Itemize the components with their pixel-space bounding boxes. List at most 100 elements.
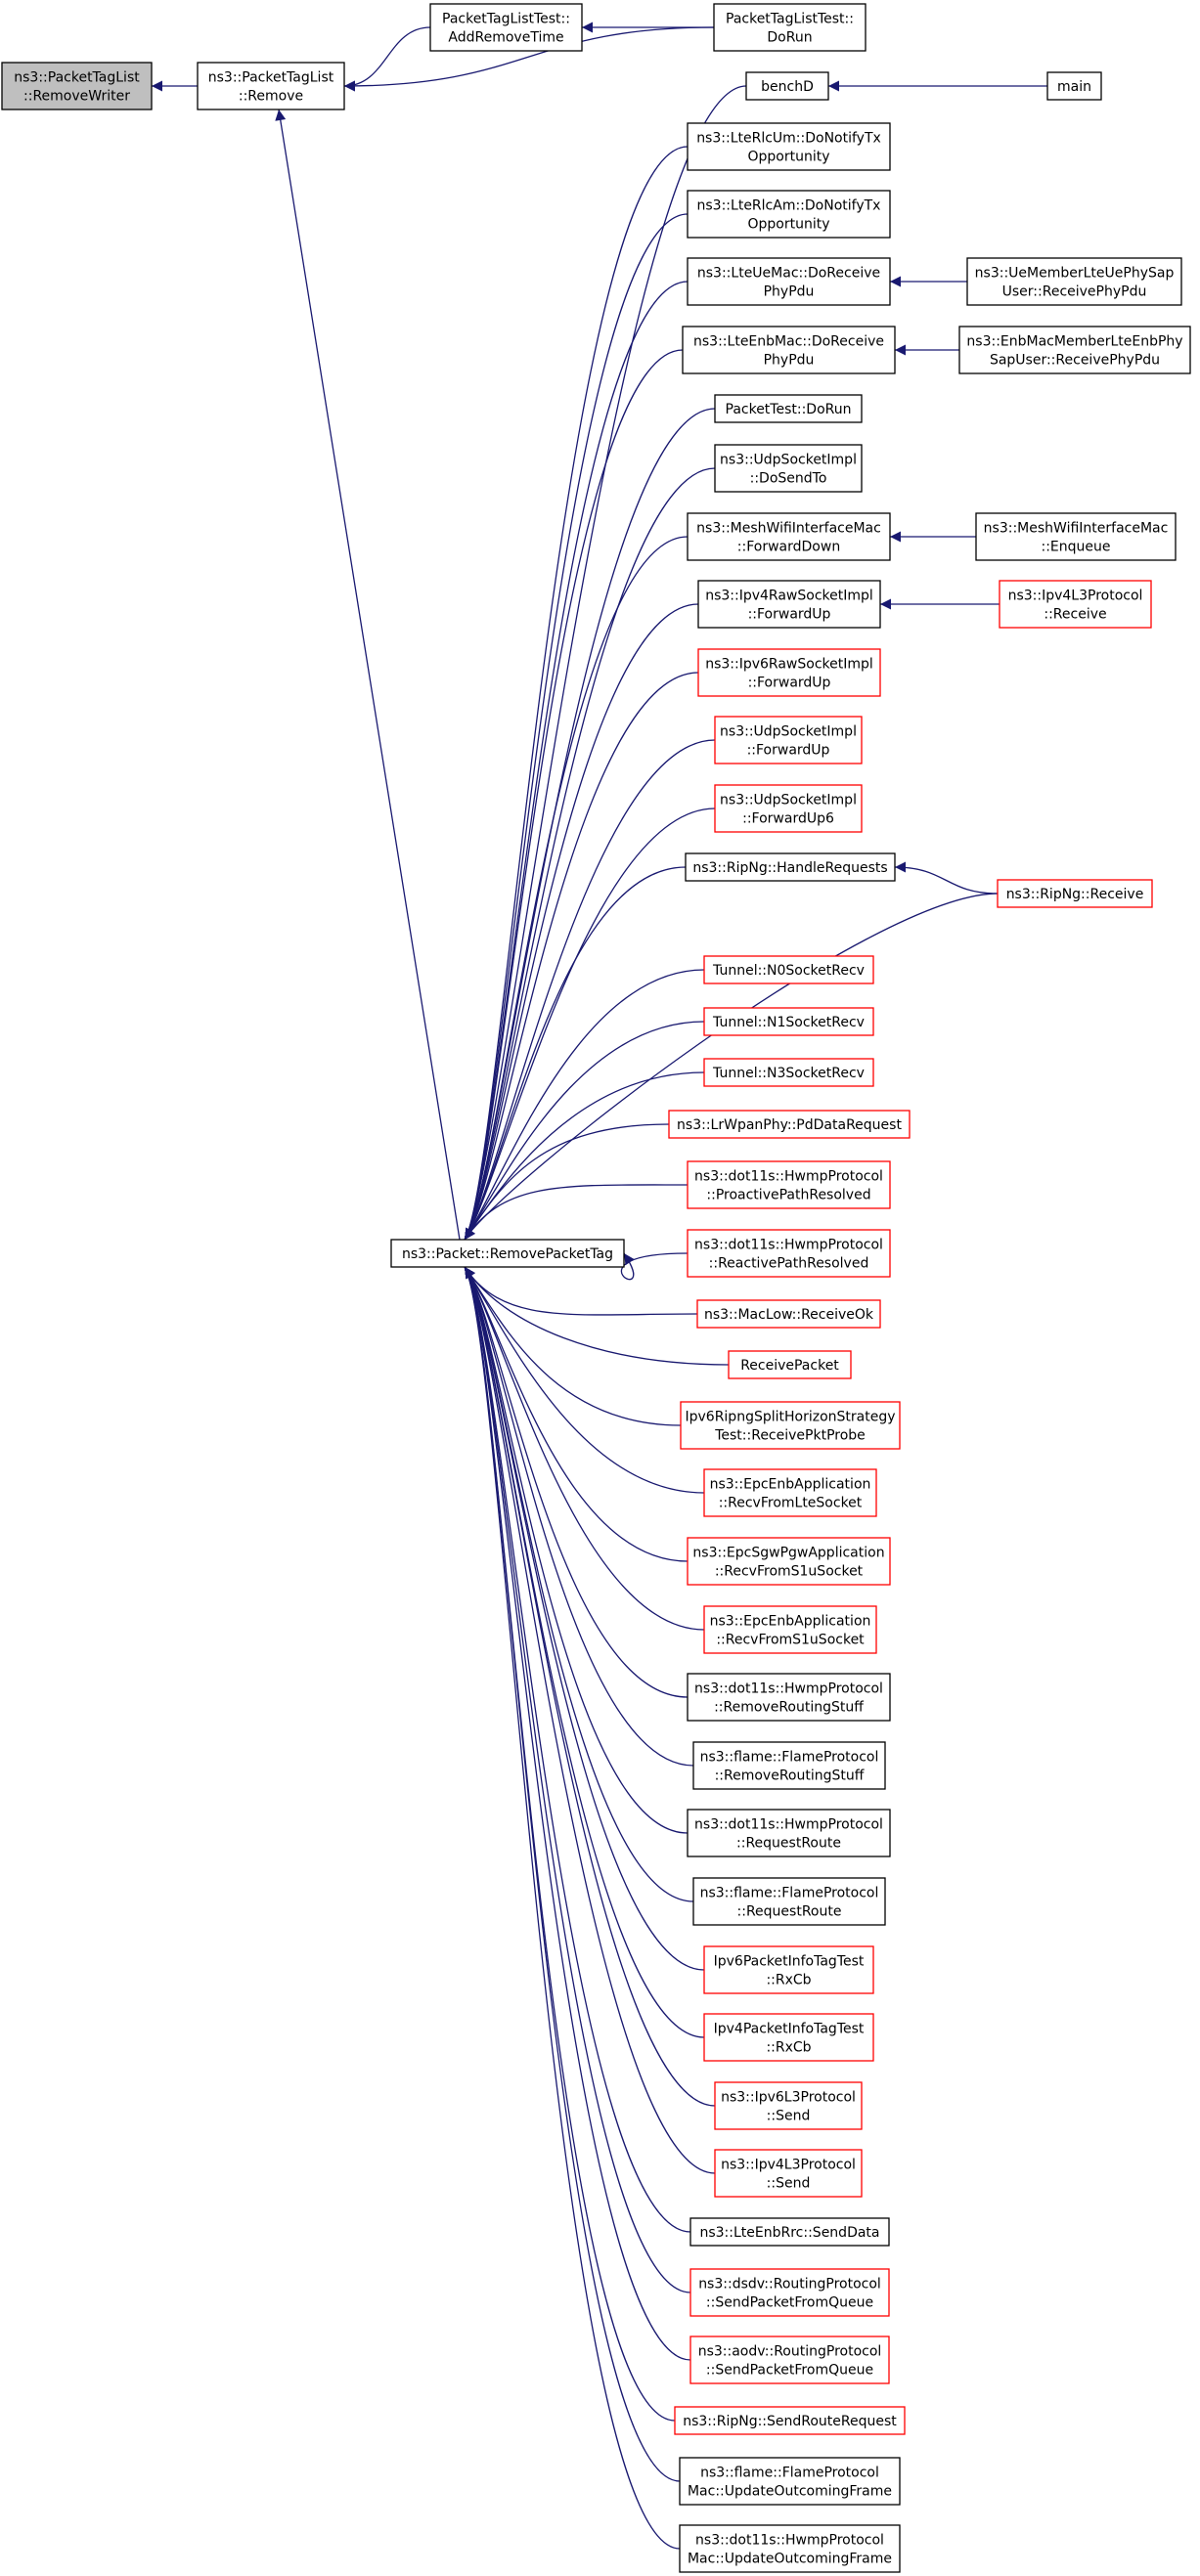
node-label-line: ::Send bbox=[767, 2176, 811, 2192]
edge-ipv6rxcb-to-removepackettag bbox=[464, 1266, 705, 1971]
node-label-line: ns3::Ipv4L3Protocol bbox=[1008, 589, 1143, 604]
node-box bbox=[682, 326, 896, 374]
node-remove_writer[interactable]: ns3::PacketTagList::RemoveWriter bbox=[1, 62, 153, 110]
edge-n3-to-removepackettag bbox=[464, 1071, 705, 1241]
node-box bbox=[685, 852, 896, 882]
node-box bbox=[703, 1468, 877, 1517]
node-n1[interactable]: Tunnel::N1SocketRecv bbox=[703, 1007, 874, 1036]
node-udpfwd6[interactable]: ns3::UdpSocketImpl::ForwardUp6 bbox=[714, 784, 863, 833]
node-label-line: ns3::UdpSocketImpl bbox=[720, 793, 857, 808]
node-label-line: ns3::RipNg::HandleRequests bbox=[692, 860, 887, 876]
node-ipv6rxcb[interactable]: Ipv6PacketInfoTagTest::RxCb bbox=[703, 1945, 874, 1994]
node-label-line: ns3::PacketTagList bbox=[14, 70, 140, 86]
node-box bbox=[689, 2336, 890, 2384]
node-ripngsplit[interactable]: Ipv6RipngSplitHorizonStrategyTest::Recei… bbox=[680, 1401, 901, 1450]
node-reactive[interactable]: ns3::dot11s::HwmpProtocol::ReactivePathR… bbox=[687, 1229, 891, 1278]
node-hwmpmac[interactable]: ns3::dot11s::HwmpProtocolMac::UpdateOutc… bbox=[679, 2524, 901, 2573]
edge-lrwpan-to-removepackettag bbox=[464, 1123, 670, 1241]
node-box bbox=[713, 3, 867, 52]
node-label-line: ::Enqueue bbox=[1041, 540, 1110, 555]
node-ptl_remove[interactable]: ns3::PacketTagList::Remove bbox=[197, 62, 345, 110]
node-flamemac[interactable]: ns3::flame::FlameProtocolMac::UpdateOutc… bbox=[679, 2457, 901, 2506]
edge-n0-to-removepackettag bbox=[464, 969, 705, 1241]
node-aodv[interactable]: ns3::aodv::RoutingProtocol::SendPacketFr… bbox=[689, 2336, 890, 2384]
node-ipv6l3send[interactable]: ns3::Ipv6L3Protocol::Send bbox=[714, 2081, 863, 2130]
node-meshfwd[interactable]: ns3::MeshWifiInterfaceMac::ForwardDown bbox=[687, 512, 891, 561]
node-label-line: ns3::flame::FlameProtocol bbox=[700, 1886, 879, 1901]
node-udpfwd[interactable]: ns3::UdpSocketImpl::ForwardUp bbox=[714, 716, 863, 764]
node-receivepacket[interactable]: ReceivePacket bbox=[728, 1350, 852, 1379]
node-label-line: ::RemoveRoutingStuff bbox=[714, 1700, 864, 1716]
node-benchd[interactable]: benchD bbox=[745, 71, 829, 101]
node-box bbox=[703, 1605, 877, 1654]
node-box bbox=[687, 122, 891, 171]
node-label-line: ReceivePacket bbox=[740, 1358, 839, 1374]
node-dsdv[interactable]: ns3::dsdv::RoutingProtocol::SendPacketFr… bbox=[689, 2268, 890, 2317]
node-enbmember[interactable]: ns3::EnbMacMemberLteEnbPhySapUser::Recei… bbox=[958, 326, 1191, 374]
node-removepackettag[interactable]: ns3::Packet::RemovePacketTag bbox=[390, 1239, 625, 1268]
node-label-line: ns3::EpcEnbApplication bbox=[710, 1614, 871, 1630]
node-lrwpan[interactable]: ns3::LrWpanPhy::PdDataRequest bbox=[668, 1110, 911, 1139]
node-ipv6raw[interactable]: ns3::Ipv6RawSocketImpl::ForwardUp bbox=[697, 648, 881, 697]
node-flame_rrs[interactable]: ns3::flame::FlameProtocol::RemoveRouting… bbox=[692, 1741, 886, 1790]
node-meshenq[interactable]: ns3::MeshWifiInterfaceMac::Enqueue bbox=[975, 512, 1177, 561]
node-label-line: Opportunity bbox=[747, 150, 829, 165]
node-box bbox=[687, 1160, 891, 1209]
node-box bbox=[1, 62, 153, 110]
graph-edges bbox=[152, 22, 1047, 2550]
node-label-line: DoRun bbox=[767, 30, 812, 46]
node-epcenb_lte[interactable]: ns3::EpcEnbApplication::RecvFromLteSocke… bbox=[703, 1468, 877, 1517]
node-box bbox=[680, 1401, 901, 1450]
node-label-line: ns3::LteEnbRrc::SendData bbox=[699, 2225, 879, 2241]
node-ipv4raw[interactable]: ns3::Ipv4RawSocketImpl::ForwardUp bbox=[697, 580, 881, 629]
node-label-line: ns3::Ipv6RawSocketImpl bbox=[705, 657, 873, 673]
node-label-line: ns3::flame::FlameProtocol bbox=[700, 1750, 879, 1766]
node-label-line: PacketTagListTest:: bbox=[726, 12, 854, 27]
node-n0[interactable]: Tunnel::N0SocketRecv bbox=[703, 955, 874, 984]
node-box bbox=[668, 1110, 911, 1139]
node-udpsendto[interactable]: ns3::UdpSocketImpl::DoSendTo bbox=[714, 444, 863, 493]
node-label-line: ns3::Ipv4RawSocketImpl bbox=[705, 589, 873, 604]
edge-uemac-to-removepackettag bbox=[464, 281, 689, 1241]
node-epcenb_s1u[interactable]: ns3::EpcEnbApplication::RecvFromS1uSocke… bbox=[703, 1605, 877, 1654]
node-label-line: SapUser::ReceivePhyPdu bbox=[990, 353, 1160, 369]
node-label-line: Tunnel::N3SocketRecv bbox=[712, 1066, 865, 1081]
node-label-line: ns3::dot11s::HwmpProtocol bbox=[694, 1169, 883, 1185]
node-label-line: Opportunity bbox=[747, 217, 829, 233]
node-ipv4rxcb[interactable]: Ipv4PacketInfoTagTest::RxCb bbox=[703, 2013, 874, 2062]
node-label-line: Mac::UpdateOutcomingFrame bbox=[688, 2484, 892, 2500]
node-maclow[interactable]: ns3::MacLow::ReceiveOk bbox=[696, 1299, 881, 1329]
node-ripng_recv[interactable]: ns3::RipNg::Receive bbox=[997, 879, 1153, 908]
node-box bbox=[697, 580, 881, 629]
node-ripngsend[interactable]: ns3::RipNg::SendRouteRequest bbox=[674, 2406, 906, 2435]
node-label-line: ::ForwardUp bbox=[748, 607, 831, 623]
node-label-line: ::Send bbox=[767, 2109, 811, 2124]
node-flame_rr[interactable]: ns3::flame::FlameProtocol::RequestRoute bbox=[692, 1877, 886, 1926]
node-label-line: ::RemoveWriter bbox=[23, 89, 130, 105]
node-epcsgw[interactable]: ns3::EpcSgwPgwApplication::RecvFromS1uSo… bbox=[687, 1537, 891, 1586]
node-ipv4l3recv[interactable]: ns3::Ipv4L3Protocol::Receive bbox=[999, 580, 1152, 629]
node-addremovetime[interactable]: PacketTagListTest::AddRemoveTime bbox=[429, 3, 583, 52]
node-label-line: PhyPdu bbox=[764, 353, 815, 369]
node-packettest[interactable]: PacketTest::DoRun bbox=[714, 394, 863, 423]
node-ptltest_dorun[interactable]: PacketTagListTest::DoRun bbox=[713, 3, 867, 52]
node-n3[interactable]: Tunnel::N3SocketRecv bbox=[703, 1058, 874, 1087]
node-proactive[interactable]: ns3::dot11s::HwmpProtocol::ProactivePath… bbox=[687, 1160, 891, 1209]
node-hwmp_rr[interactable]: ns3::dot11s::HwmpProtocol::RequestRoute bbox=[687, 1809, 891, 1857]
node-uemember[interactable]: ns3::UeMemberLteUePhySapUser::ReceivePhy… bbox=[966, 257, 1182, 306]
node-ripng_handle[interactable]: ns3::RipNg::HandleRequests bbox=[685, 852, 896, 882]
node-enbrrc[interactable]: ns3::LteEnbRrc::SendData bbox=[689, 2217, 890, 2247]
node-box bbox=[1046, 71, 1102, 101]
node-box bbox=[703, 1007, 874, 1036]
node-hwmp_rrs[interactable]: ns3::dot11s::HwmpProtocol::RemoveRouting… bbox=[687, 1673, 891, 1722]
node-label-line: ns3::Ipv6L3Protocol bbox=[721, 2090, 856, 2106]
node-main[interactable]: main bbox=[1046, 71, 1102, 101]
edge-rlcum-to-removepackettag bbox=[464, 146, 689, 1241]
node-ipv4l3send[interactable]: ns3::Ipv4L3Protocol::Send bbox=[714, 2149, 863, 2198]
node-label-line: Test::ReceivePktProbe bbox=[714, 1428, 866, 1444]
node-label-line: ::SendPacketFromQueue bbox=[706, 2295, 873, 2311]
